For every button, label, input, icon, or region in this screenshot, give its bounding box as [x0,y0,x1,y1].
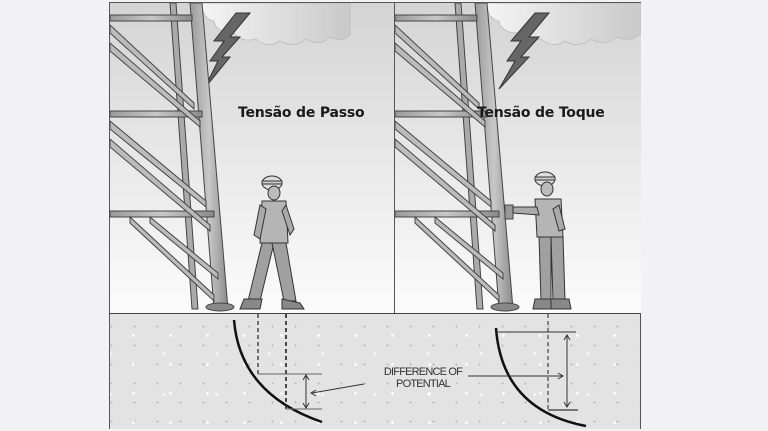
step-voltage-panel: Tensão de Passo [110,3,395,313]
touch-scene-drawing [395,3,641,312]
lightning-bolt-icon [203,12,252,90]
ground-soil [110,313,640,429]
touch-voltage-panel: Tensão de Toque [395,3,641,313]
annotation-line-1: DIFFERENCE OF [383,366,463,378]
transmission-tower [395,3,520,312]
step-voltage-title: Tensão de Passo [238,105,365,121]
walking-worker-figure [239,175,305,310]
touching-worker-figure [512,171,572,310]
touch-potential-curve [494,327,587,428]
touch-voltage-title: Tensão de Toque [477,105,605,121]
arrow-to-step-gap [311,383,365,394]
lightning-bolt-icon [498,12,551,90]
difference-of-potential-label: DIFFERENCE OF POTENTIAL [378,366,468,390]
potential-gradient-drawing [232,314,587,428]
annotation-line-2: POTENTIAL [396,378,451,390]
cloud-icon [486,3,641,45]
transmission-tower [110,3,235,312]
voltage-illustration: Tensão de Passo [109,2,641,429]
step-potential-curve [232,319,323,424]
step-scene-drawing [110,3,351,312]
